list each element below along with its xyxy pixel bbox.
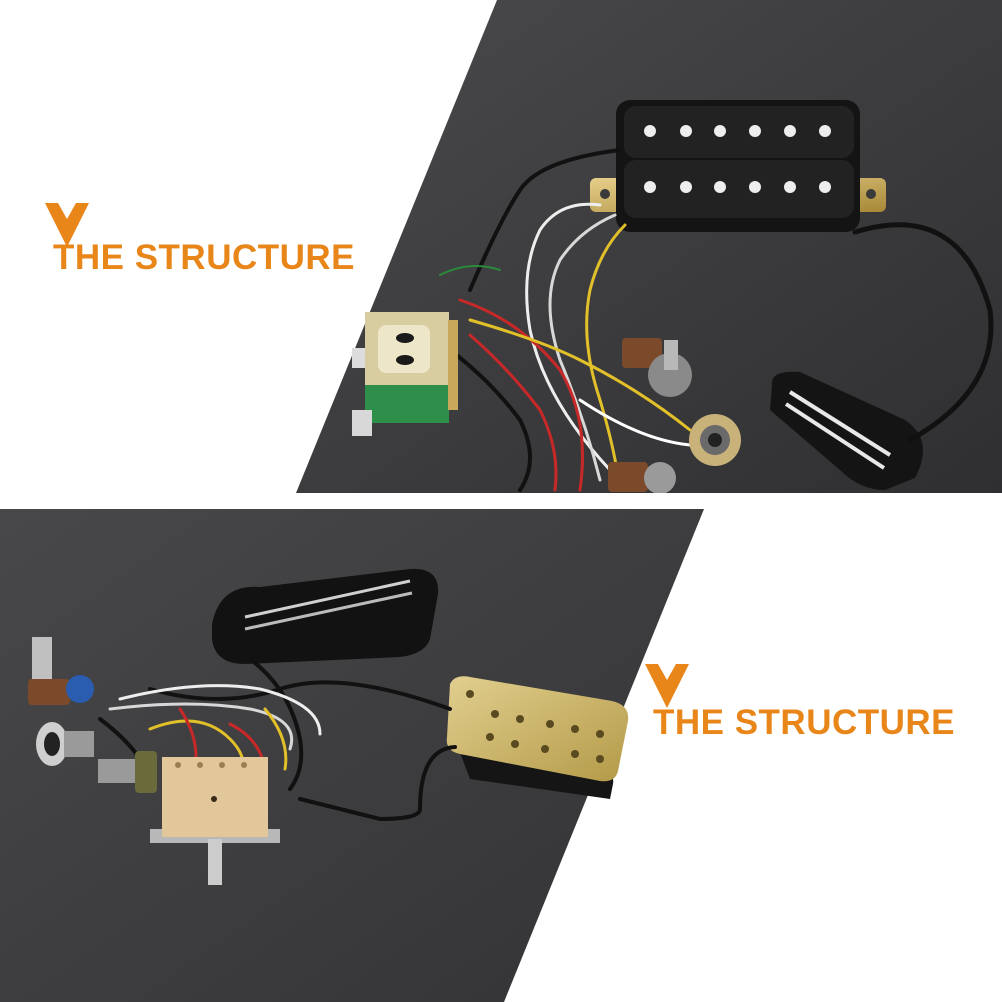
volume-pot — [622, 338, 692, 397]
humbucker-pickup — [446, 676, 629, 799]
top-photo — [296, 0, 1002, 493]
top-panel: THE STRUCTURE — [0, 0, 1002, 493]
tone-pot — [98, 751, 157, 793]
section-heading: THE STRUCTURE — [652, 703, 956, 742]
tone-pot — [608, 462, 676, 493]
selector-switch — [150, 757, 280, 885]
chevron-down-icon — [45, 203, 89, 247]
bottom-photo — [0, 509, 704, 1002]
output-jack — [689, 414, 741, 466]
chevron-down-icon — [645, 664, 689, 708]
bottom-panel: THE STRUCTURE — [0, 509, 1002, 1002]
selector-switch — [352, 312, 458, 436]
wiring-harness — [439, 148, 994, 492]
rail-pickup — [212, 568, 439, 664]
output-jack — [36, 722, 94, 766]
volume-pot — [28, 637, 94, 705]
rail-pickup — [770, 371, 923, 490]
photo-backdrop — [0, 509, 704, 1002]
top-caption: THE STRUCTURE — [45, 203, 363, 278]
humbucker-pickup — [590, 100, 886, 232]
section-heading: THE STRUCTURE — [52, 238, 356, 277]
bottom-caption: THE STRUCTURE — [645, 664, 963, 743]
